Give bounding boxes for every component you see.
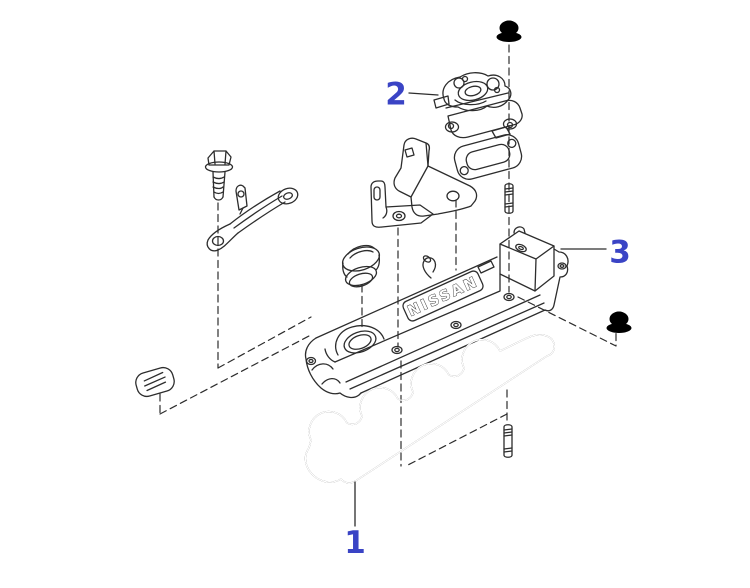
- mounting-bracket-large: [393, 137, 478, 217]
- brand-emboss: NISSAN: [402, 270, 484, 322]
- callout-1-label: 1: [344, 525, 366, 561]
- pcv-valve-gasket: [453, 134, 523, 180]
- callout-3[interactable]: 3: [560, 235, 631, 271]
- stud-bolt-lower: [503, 424, 513, 458]
- stay-bracket: [206, 184, 299, 252]
- rocker-cover: NISSAN: [304, 226, 569, 399]
- rocker-cover-gasket: [304, 334, 555, 484]
- stud-bolt-upper: [504, 183, 514, 214]
- flange-bolt: [204, 150, 234, 201]
- callout-3-label: 3: [609, 235, 631, 271]
- oil-filler-neck: [343, 330, 377, 354]
- pcv-valve-assembly: [433, 72, 523, 139]
- callout-2-leader: [408, 92, 439, 96]
- flange-nut-top: [496, 20, 522, 42]
- flange-nut-right: [606, 311, 632, 333]
- callout-1[interactable]: 1: [344, 481, 366, 561]
- callout-2[interactable]: 2: [385, 77, 439, 113]
- rubber-plug: [135, 366, 175, 398]
- assembly-guide-lines: [159, 44, 617, 467]
- mounting-bracket-small: [370, 180, 434, 228]
- callout-2-label: 2: [385, 77, 407, 113]
- oil-filler-cap: [341, 244, 381, 288]
